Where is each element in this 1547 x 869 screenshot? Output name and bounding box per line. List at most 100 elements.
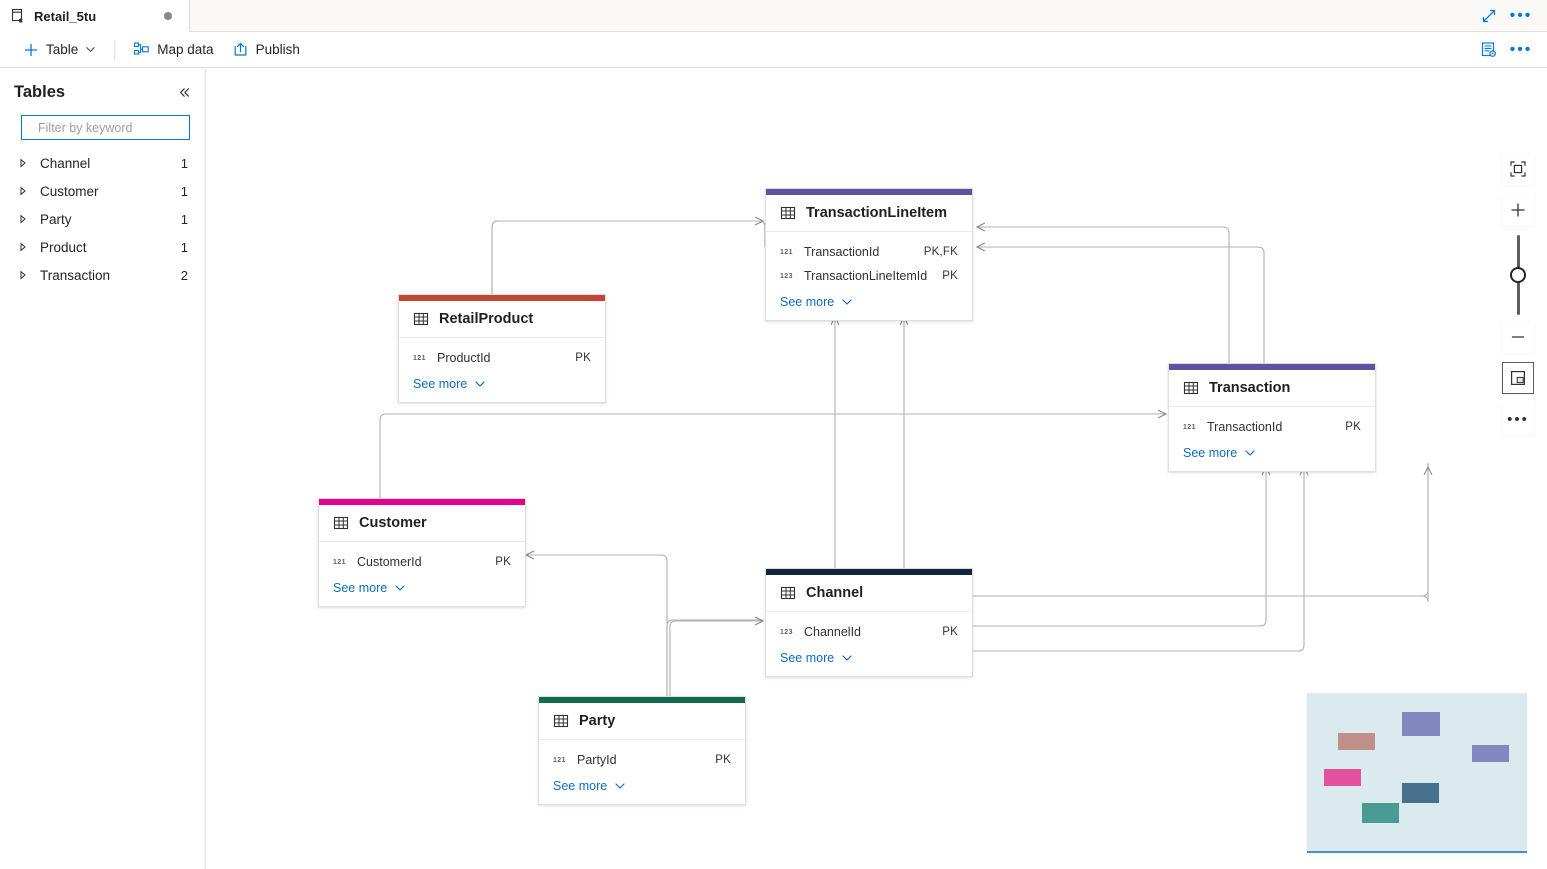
chevron-down-icon — [395, 585, 405, 591]
chevron-right-icon[interactable] — [18, 242, 32, 252]
expand-icon[interactable] — [1475, 2, 1503, 30]
map-data-button[interactable]: Map data — [124, 35, 222, 65]
entity-field[interactable]: 121 ProductId PK — [399, 346, 605, 370]
chevron-down-icon — [842, 299, 852, 305]
entity-card-customer[interactable]: Customer 121 CustomerId PK See more — [318, 498, 526, 607]
entity-header: Party — [539, 703, 745, 740]
publish-label: Publish — [255, 42, 300, 57]
titlebar-more-icon[interactable]: ••• — [1507, 2, 1535, 30]
field-type-icon: 123 — [780, 272, 793, 280]
field-type-icon: 121 — [413, 354, 426, 362]
sidebar-item-party[interactable]: Party 1 — [0, 205, 205, 233]
sidebar-item-product[interactable]: Product 1 — [0, 233, 205, 261]
field-type-icon: 121 — [333, 558, 346, 566]
entity-field[interactable]: 123 TransactionLineItemId PK — [766, 264, 972, 288]
canvas-minimap[interactable] — [1307, 693, 1527, 853]
see-more-button[interactable]: See more — [539, 774, 745, 798]
zoom-in-icon[interactable] — [1502, 194, 1534, 226]
map-data-icon — [134, 42, 150, 55]
chevron-down-icon — [475, 381, 485, 387]
fit-to-screen-icon[interactable] — [1502, 153, 1534, 185]
see-more-button[interactable]: See more — [766, 646, 972, 670]
properties-icon[interactable] — [1475, 36, 1503, 64]
field-name: ChannelId — [804, 625, 861, 639]
field-key-badge: PK — [575, 352, 591, 364]
sidebar-item-customer[interactable]: Customer 1 — [0, 177, 205, 205]
entity-field[interactable]: 121 TransactionId PK — [1169, 415, 1375, 439]
chevron-down-icon — [615, 783, 625, 789]
sidebar-item-channel[interactable]: Channel 1 — [0, 149, 205, 177]
field-key-badge: PK — [1345, 421, 1361, 433]
map-data-label: Map data — [157, 42, 214, 57]
entity-name: Channel — [806, 585, 864, 601]
document-tab-retail[interactable]: Retail_5tu — [0, 0, 190, 32]
entity-card-party[interactable]: Party 121 PartyId PK See more — [538, 696, 746, 805]
entity-card-transaction[interactable]: Transaction 121 TransactionId PK See mor… — [1168, 363, 1376, 472]
edge-customer-transaction — [379, 414, 1166, 498]
database-icon — [10, 8, 26, 24]
sidebar-item-transaction[interactable]: Transaction 2 — [0, 261, 205, 289]
entity-name: TransactionLineItem — [806, 205, 948, 221]
canvas-more-options-icon[interactable]: ••• — [1502, 403, 1534, 435]
sidebar-item-label: Transaction — [40, 267, 111, 283]
sidebar-item-count: 2 — [180, 267, 188, 283]
chevron-right-icon[interactable] — [18, 270, 32, 280]
minimap-rect — [1324, 769, 1361, 786]
edge-channel-transaction-1b — [973, 467, 1428, 597]
edge-party-customer — [526, 555, 668, 696]
zoom-slider-thumb[interactable] — [1510, 267, 1526, 283]
table-icon — [553, 714, 569, 728]
entity-field[interactable]: 121 PartyId PK — [539, 748, 745, 772]
unsaved-indicator-dot — [164, 12, 172, 20]
more-dots: ••• — [1509, 41, 1533, 58]
entity-card-channel[interactable]: Channel 123 ChannelId PK See more — [765, 568, 973, 677]
field-type-icon: 123 — [780, 628, 793, 636]
entity-header: Transaction — [1169, 370, 1375, 407]
edge-channel-transaction-2 — [973, 467, 1266, 627]
sidebar-item-count: 1 — [180, 155, 188, 171]
table-icon — [333, 516, 349, 530]
see-more-button[interactable]: See more — [766, 290, 972, 314]
entity-color-bar — [1169, 364, 1375, 370]
command-bar-more-icon[interactable]: ••• — [1507, 36, 1535, 64]
command-bar-right-actions: ••• — [1475, 32, 1535, 68]
field-key-badge: PK,FK — [923, 246, 958, 258]
entity-field[interactable]: 121 TransactionId PK,FK — [766, 240, 972, 264]
entity-header: TransactionLineItem — [766, 195, 972, 232]
sidebar-item-count: 1 — [180, 239, 188, 255]
entity-fields: 121 ProductId PK See more — [399, 338, 605, 402]
chevron-right-icon[interactable] — [18, 158, 32, 168]
edge-transaction-tli-2 — [977, 247, 1265, 363]
see-more-button[interactable]: See more — [399, 372, 605, 396]
publish-icon — [234, 42, 246, 56]
table-icon — [1183, 381, 1199, 395]
entity-field[interactable]: 121 CustomerId PK — [319, 550, 525, 574]
collapse-sidebar-icon[interactable] — [171, 79, 197, 105]
filter-box[interactable] — [21, 115, 201, 140]
entity-field[interactable]: 123 ChannelId PK — [766, 620, 972, 644]
see-more-button[interactable]: See more — [1169, 441, 1375, 465]
entity-card-transactionlineitem[interactable]: TransactionLineItem 121 TransactionId PK… — [765, 188, 973, 321]
tab-title: Retail_5tu — [34, 8, 97, 24]
canvas-zoom-toolbar: ••• — [1502, 153, 1534, 444]
zoom-out-icon[interactable] — [1502, 321, 1534, 353]
entity-name: Customer — [359, 515, 427, 531]
sidebar-item-label: Customer — [40, 183, 99, 199]
entity-fields: 121 TransactionId PK See more — [1169, 407, 1375, 471]
edge-retailproduct-transactionlineitem — [491, 220, 766, 294]
er-diagram-canvas[interactable]: TransactionLineItem 121 TransactionId PK… — [207, 69, 1547, 869]
see-more-button[interactable]: See more — [319, 576, 525, 600]
chevron-right-icon[interactable] — [18, 214, 32, 224]
plus-icon — [24, 43, 38, 56]
field-type-icon: 121 — [1183, 423, 1196, 431]
sidebar-item-count: 1 — [180, 211, 188, 227]
minimap-toggle-icon[interactable] — [1502, 362, 1534, 394]
new-table-label: Table — [46, 42, 79, 57]
zoom-slider[interactable] — [1502, 235, 1534, 315]
chevron-right-icon[interactable] — [18, 186, 32, 196]
publish-button[interactable]: Publish — [223, 35, 309, 65]
filter-input[interactable] — [36, 119, 201, 136]
entity-card-retailproduct[interactable]: RetailProduct 121 ProductId PK See more — [398, 294, 606, 403]
entity-header: RetailProduct — [399, 301, 605, 338]
new-table-button[interactable]: Table — [14, 35, 105, 65]
